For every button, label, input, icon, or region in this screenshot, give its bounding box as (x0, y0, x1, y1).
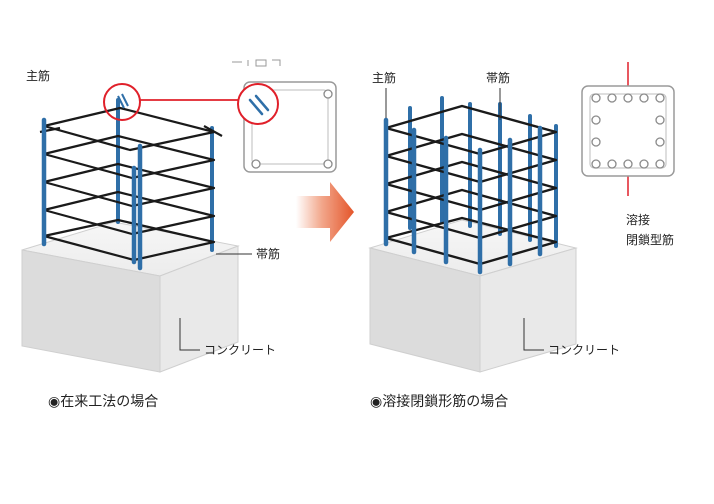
right-column-illustration (368, 62, 675, 373)
transition-arrow (296, 182, 354, 242)
left-hook-highlight-circle (103, 83, 141, 121)
left-column-illustration (21, 59, 337, 373)
right-hoops (384, 104, 558, 266)
left-front-rebars (41, 117, 143, 271)
left-section-highlight-circle (237, 83, 279, 125)
left-hook-detail (117, 93, 129, 109)
right-concrete-leader (523, 318, 544, 351)
right-section-label-line2: 閉鎖型筋 (626, 233, 675, 247)
left-main-rebar-label: 主筋 (26, 69, 51, 83)
right-section-bars (591, 93, 665, 169)
left-hoop-label: 帯筋 (256, 247, 281, 261)
right-section-box (581, 85, 675, 177)
left-concrete-label: コンクリート (204, 343, 277, 357)
left-hoops (39, 106, 223, 262)
right-front-rebars (383, 117, 543, 275)
right-concrete-label: コンクリート (548, 343, 621, 357)
left-caption: ◉在来工法の場合 (48, 394, 159, 410)
right-back-rebars (408, 96, 558, 248)
left-section-hook-icon (248, 94, 270, 116)
right-concrete-right-face (479, 247, 577, 373)
right-caption: ◉溶接閉鎖形筋の場合 (370, 394, 509, 410)
right-hoop-label: 帯筋 (486, 71, 511, 85)
left-section-bars (251, 89, 333, 169)
right-main-rebar-label: 主筋 (372, 71, 397, 85)
left-concrete-leader (179, 318, 200, 351)
left-section-partial-text (232, 59, 281, 67)
right-section-label-line1: 溶接 (626, 213, 651, 227)
